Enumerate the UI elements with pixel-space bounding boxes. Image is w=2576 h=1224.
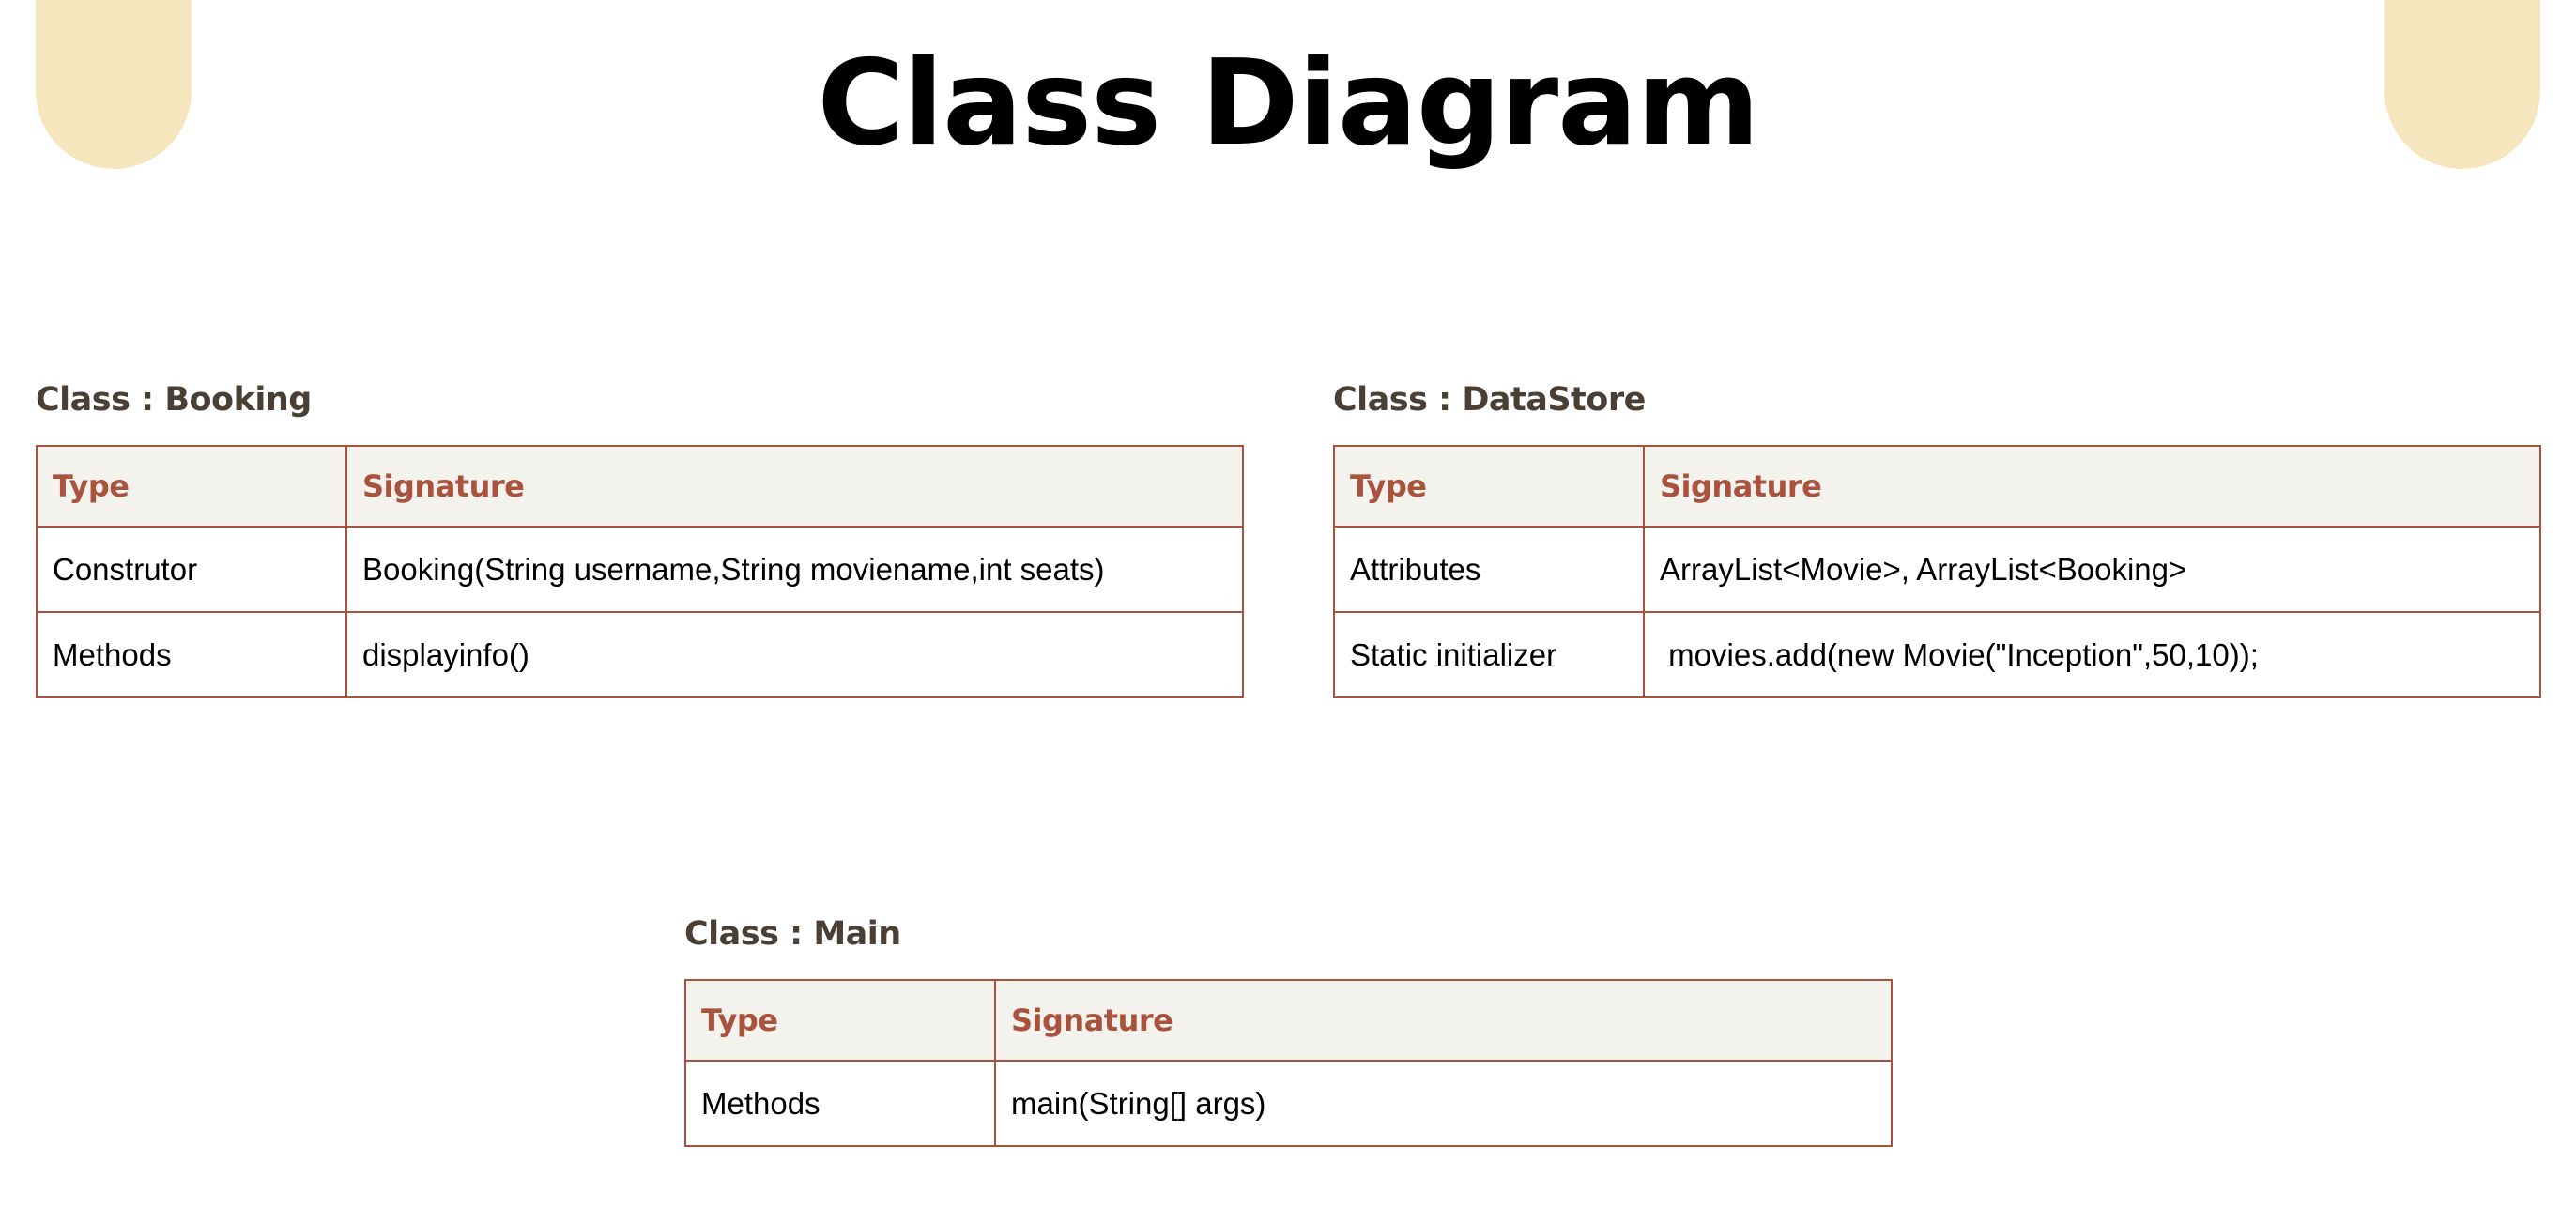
table-row: Methods displayinfo() — [36, 611, 1244, 698]
signature-cell: displayinfo() — [345, 611, 1244, 698]
class-heading: Class : DataStore — [1333, 381, 1646, 419]
signature-cell: movies.add(new Movie("Inception",50,10))… — [1643, 611, 2541, 698]
table-row: Methods main(String[] args) — [684, 1060, 1893, 1147]
table-header-row: Type Signature — [1333, 445, 2541, 528]
type-cell: Methods — [684, 1060, 996, 1147]
decorative-tab-right — [2384, 0, 2540, 169]
class-heading: Class : Booking — [36, 381, 312, 419]
type-cell: Attributes — [1333, 526, 1645, 613]
type-cell: Methods — [36, 611, 347, 698]
signature-cell: ArrayList<Movie>, ArrayList<Booking> — [1643, 526, 2541, 613]
column-header-signature: Signature — [994, 979, 1893, 1062]
class-table: Type Signature Construtor Booking(String… — [36, 445, 1244, 698]
page-title: Class Diagram — [817, 34, 1760, 172]
class-main: Class : Main Type Signature Methods main… — [684, 908, 1893, 1147]
class-table: Type Signature Attributes ArrayList<Movi… — [1333, 445, 2541, 698]
column-header-type: Type — [1333, 445, 1645, 528]
signature-cell: main(String[] args) — [994, 1060, 1893, 1147]
table-row: Construtor Booking(String username,Strin… — [36, 526, 1244, 613]
class-table: Type Signature Methods main(String[] arg… — [684, 979, 1893, 1147]
column-header-type: Type — [684, 979, 996, 1062]
table-header-row: Type Signature — [36, 445, 1244, 528]
class-booking: Class : Booking Type Signature Construto… — [36, 374, 1244, 698]
type-cell: Construtor — [36, 526, 347, 613]
column-header-signature: Signature — [345, 445, 1244, 528]
table-row: Attributes ArrayList<Movie>, ArrayList<B… — [1333, 526, 2541, 613]
class-datastore: Class : DataStore Type Signature Attribu… — [1333, 374, 2541, 698]
decorative-tab-left — [36, 0, 192, 169]
signature-cell: Booking(String username,String moviename… — [345, 526, 1244, 613]
column-header-type: Type — [36, 445, 347, 528]
class-heading: Class : Main — [684, 915, 901, 953]
table-row: Static initializer movies.add(new Movie(… — [1333, 611, 2541, 698]
type-cell: Static initializer — [1333, 611, 1645, 698]
column-header-signature: Signature — [1643, 445, 2541, 528]
table-header-row: Type Signature — [684, 979, 1893, 1062]
